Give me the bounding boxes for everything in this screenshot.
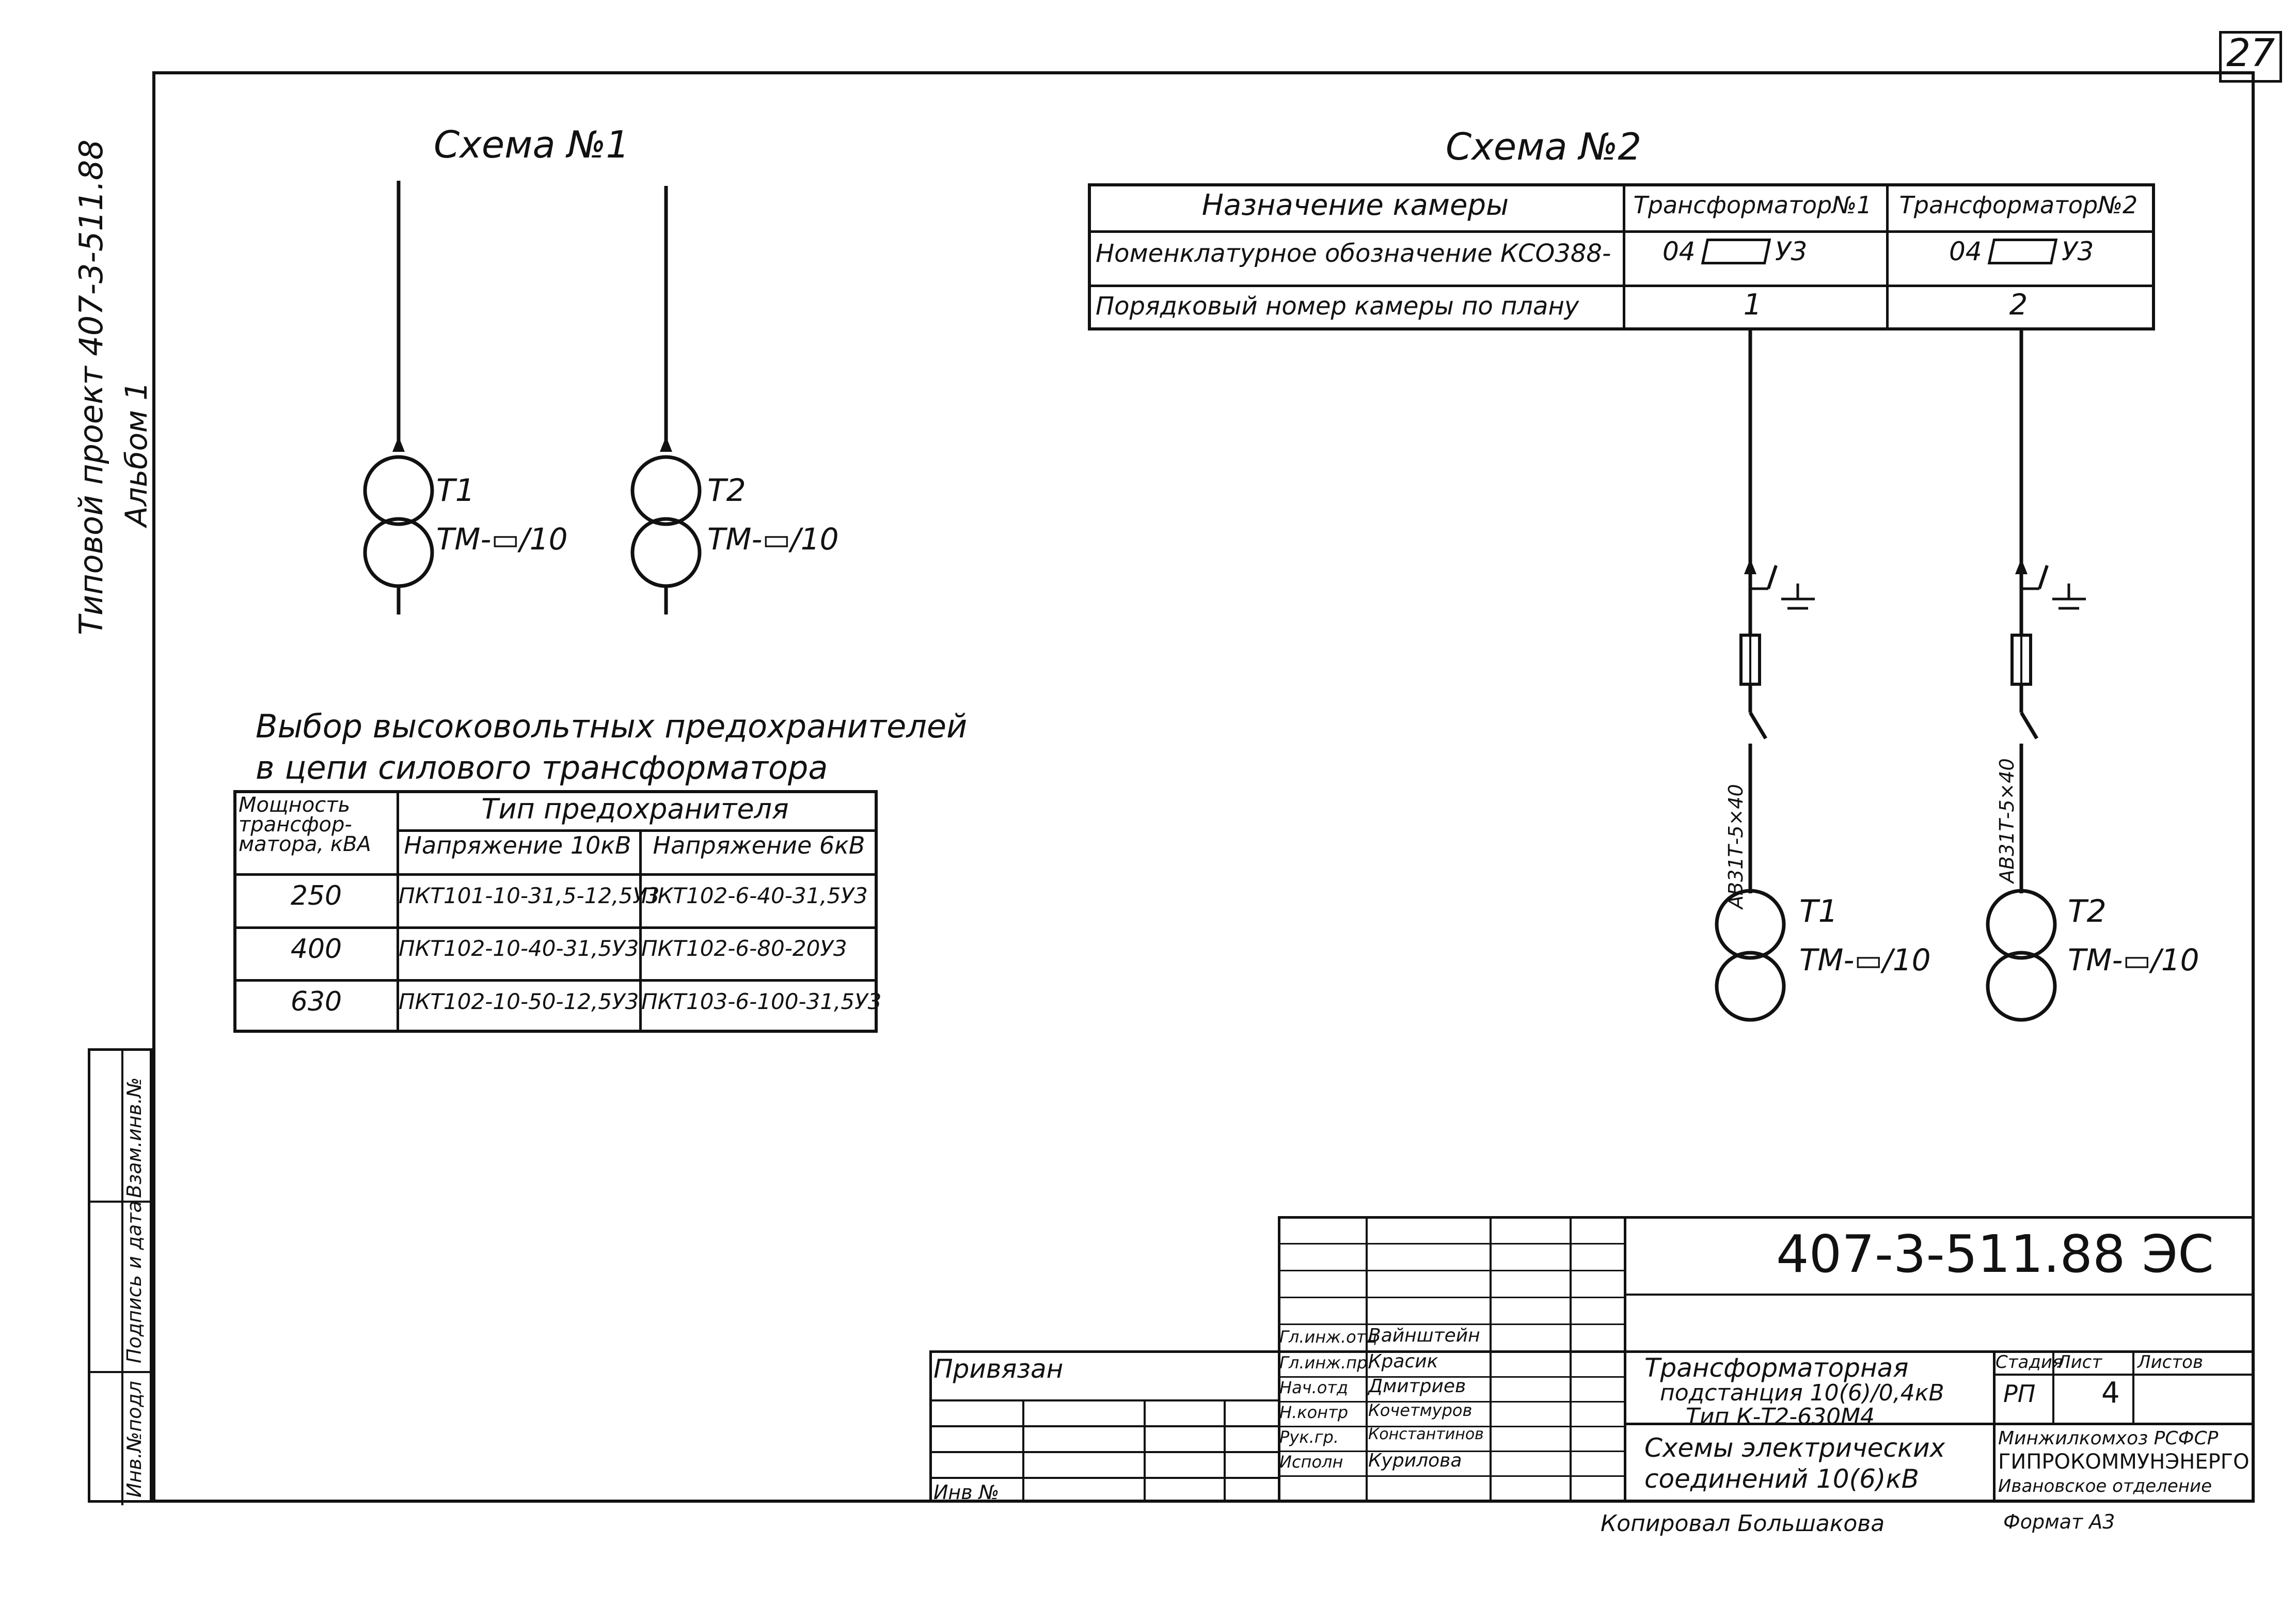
paper-format: Формат А3	[2003, 1510, 2115, 1533]
role-name: Дмитриев	[1368, 1376, 1466, 1397]
scheme2-t2-type: ТМ-▭/10	[2068, 942, 2199, 978]
fuse-row-6kv: ПКТ102-6-40-31,5У3	[641, 883, 868, 908]
fuse-table-header-power: Мощность трансфор-матора, кВА	[239, 793, 371, 856]
role-name: Красик	[1368, 1351, 1438, 1372]
scheme1-t2-name: Т2	[707, 472, 746, 509]
scheme2-switch-label-1: АВ31Т-5×40	[1724, 784, 1747, 909]
role-label: Н.контр	[1279, 1403, 1349, 1422]
role-name: Вайнштейн	[1368, 1325, 1480, 1346]
fuse-table-header-10kv: Напряжение 10кВ	[404, 831, 631, 859]
fuse-row-10kv: ПКТ102-10-50-12,5У3	[399, 989, 639, 1014]
scheme1-title: Схема №1	[434, 123, 630, 166]
scheme2-row2-col2-post: У3	[2062, 237, 2094, 266]
scheme2-row3-col2: 2	[2009, 288, 2028, 322]
fuse-table	[233, 790, 878, 1033]
sheet-header: Лист	[2057, 1352, 2102, 1373]
sheet-value: 4	[2101, 1376, 2120, 1410]
scheme2-row1-label: Назначение камеры	[1201, 188, 1509, 222]
fuse-row-10kv: ПКТ102-10-40-31,5У3	[399, 936, 639, 961]
role-label: Гл.инж.отд	[1279, 1327, 1377, 1347]
drawing-frame	[152, 71, 2255, 1503]
fuse-table-header-type: Тип предохранителя	[481, 793, 789, 825]
copied-by: Копировал Большакова	[1601, 1510, 1885, 1537]
scheme2-row2-label: Номенклатурное обозначение КСО388-	[1096, 239, 1611, 268]
nomenclature-blank-box	[1701, 239, 1771, 264]
fuse-row-10kv: ПКТ101-10-31,5-12,5У3	[399, 883, 660, 908]
scheme1-diagram	[363, 181, 702, 615]
object-title-1: Трансформаторная	[1644, 1353, 1909, 1383]
fuse-table-title-1: Выбор высоковольтных предохранителей	[256, 707, 968, 745]
scheme2-row3-col1: 1	[1743, 288, 1762, 322]
fuse-row-6kv: ПКТ102-6-80-20У3	[641, 936, 847, 961]
privyazan-label: Привязан	[933, 1354, 1064, 1384]
scheme1-t1-symbol	[363, 181, 434, 615]
scheme2-t2-name: Т2	[2068, 893, 2107, 929]
fuse-row-power: 400	[290, 934, 342, 965]
scheme2-row1-col2: Трансформатор№2	[1899, 191, 2138, 219]
role-label: Исполн	[1279, 1452, 1343, 1472]
scheme2-cell1-circuit	[1715, 330, 1815, 1022]
object-title-3: Тип К-Т2-630М4	[1686, 1404, 1875, 1430]
role-label: Рук.гр.	[1279, 1427, 1339, 1447]
side-strip	[88, 1048, 155, 1505]
scheme2-row3-label: Порядковый номер камеры по плану	[1096, 292, 1579, 321]
side-note-project: Типовой проект 407-3-511.88	[72, 139, 110, 635]
sheets-header: Листов	[2137, 1352, 2204, 1373]
role-name: Константинов	[1368, 1425, 1484, 1443]
document-code: 407-3-511.88 ЭС	[1776, 1224, 2214, 1284]
scheme1-t1-type: ТМ-▭/10	[436, 522, 568, 557]
scheme2-cell2-circuit	[1986, 330, 2086, 1022]
scheme2-row2-col1-pre: 04	[1662, 237, 1696, 266]
fuse-row-power: 250	[290, 880, 342, 911]
role-label: Гл.инж.пр.	[1279, 1353, 1373, 1373]
sheet-number-box	[2219, 31, 2282, 83]
side-strip-inv: Инв.№подл	[123, 1381, 146, 1498]
scheme2-switch-label-2: АВ31Т-5×40	[1996, 758, 2018, 883]
role-label: Нач.отд	[1279, 1378, 1349, 1397]
scheme2-diagram	[1715, 330, 2086, 1022]
role-name: Курилова	[1368, 1450, 1462, 1471]
drawing-title-1: Схемы электрических	[1644, 1433, 1945, 1463]
scheme2-t1-type: ТМ-▭/10	[1799, 942, 1931, 978]
title-block	[929, 1216, 2255, 1503]
role-name: Кочетмуров	[1368, 1400, 1472, 1420]
scheme2-title: Схема №2	[1446, 125, 1642, 168]
fuse-table-header-6kv: Напряжение 6кВ	[653, 831, 865, 859]
drawing-title-2: соединений 10(6)кВ	[1644, 1464, 1919, 1494]
sheet-number: 27	[2226, 31, 2275, 75]
scheme1-t2-symbol	[630, 186, 702, 615]
side-note-album: Альбом 1	[119, 381, 154, 527]
stage-value: РП	[2003, 1380, 2036, 1408]
nomenclature-blank-box	[1987, 239, 2058, 264]
org-line-1: Минжилкомхоз РСФСР	[1998, 1428, 2219, 1449]
scheme2-row1-col1: Трансформатор№1	[1633, 191, 1872, 219]
fuse-row-6kv: ПКТ103-6-100-31,5У3	[641, 989, 882, 1014]
scheme1-t1-name: Т1	[436, 472, 475, 509]
scheme1-t2-type: ТМ-▭/10	[707, 522, 839, 557]
org-line-3: Ивановское отделение	[1998, 1476, 2212, 1496]
inv-label: Инв №	[933, 1481, 1000, 1504]
scheme2-row2-col1-post: У3	[1775, 237, 1808, 266]
scheme2-table	[1088, 183, 2155, 330]
stage-header: Стадия	[1996, 1352, 2063, 1373]
scheme2-t1-name: Т1	[1799, 893, 1838, 929]
side-strip-signature: Подпись и дата	[123, 1201, 146, 1363]
fuse-row-power: 630	[290, 986, 342, 1017]
org-line-2: ГИПРОКОММУНЭНЕРГО	[1998, 1450, 2250, 1474]
scheme2-row2-col2-pre: 04	[1949, 237, 1982, 266]
fuse-table-title-2: в цепи силового трансформатора	[256, 749, 828, 786]
side-strip-zamen: Взам.инв.№	[123, 1077, 146, 1198]
object-title-2: подстанция 10(6)/0,4кВ	[1660, 1380, 1944, 1406]
